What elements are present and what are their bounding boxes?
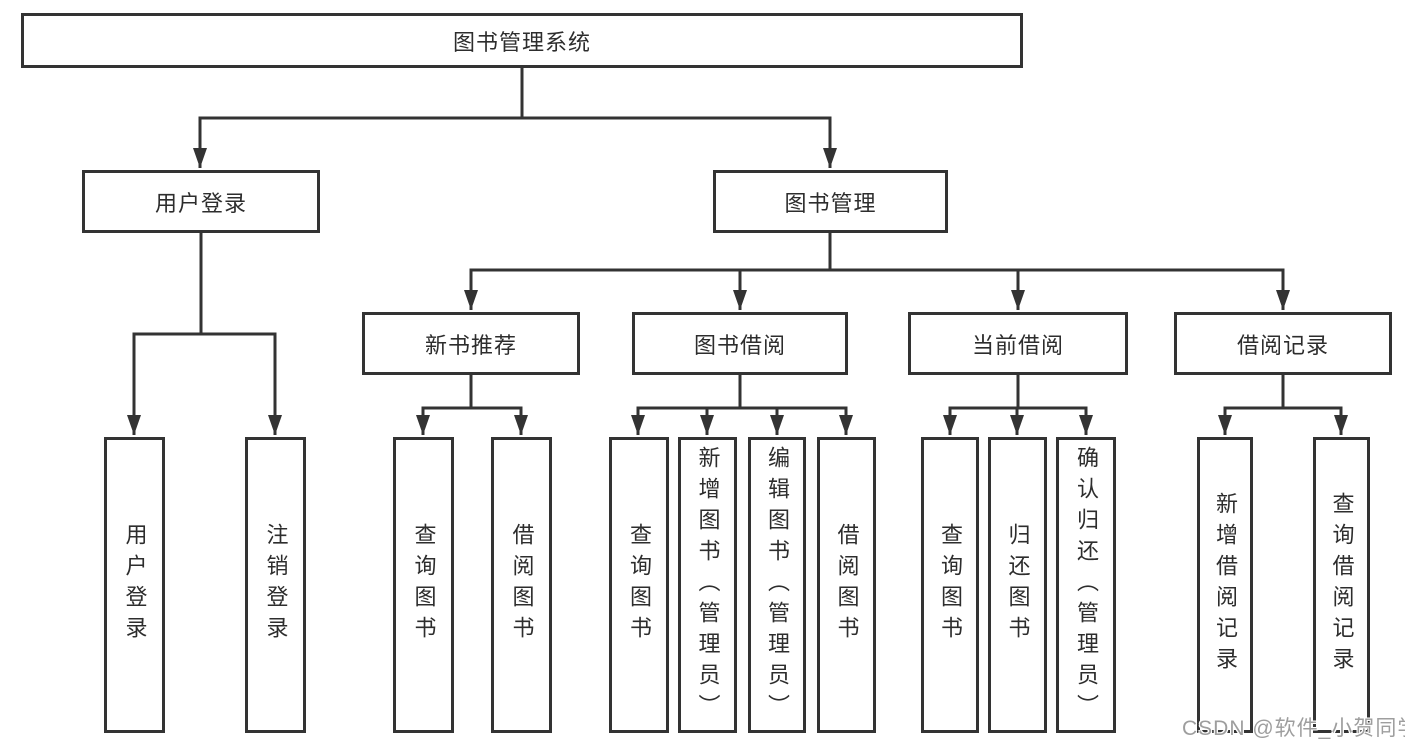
leaf-cb-return-books: 归还图书 <box>988 437 1047 733</box>
node-label: 编辑图书（管理员） <box>765 445 790 725</box>
leaf-bb-edit-books-admin: 编辑图书（管理员） <box>748 437 806 733</box>
leaf-nb-borrow-books: 借阅图书 <box>491 437 552 733</box>
node-label: 查询图书 <box>627 523 652 647</box>
node-book-management: 图书管理 <box>713 170 948 233</box>
node-label: 图书管理系统 <box>452 29 591 55</box>
node-label: 新增借阅记录 <box>1213 492 1238 678</box>
leaf-cb-query-books: 查询图书 <box>921 437 979 733</box>
leaf-bb-add-books-admin: 新增图书（管理员） <box>678 437 737 733</box>
node-label: 当前借阅 <box>971 332 1064 358</box>
leaf-br-query-borrow-record: 查询借阅记录 <box>1313 437 1370 733</box>
node-label: 查询借阅记录 <box>1329 492 1355 678</box>
csdn-watermark: CSDN @软件_小贺同学 <box>1182 717 1405 740</box>
node-label: 借阅图书 <box>509 523 535 647</box>
node-borrow-records: 借阅记录 <box>1174 312 1392 375</box>
node-label: 注销登录 <box>263 523 289 647</box>
node-current-borrow: 当前借阅 <box>908 312 1128 375</box>
node-new-book-recommend: 新书推荐 <box>362 312 580 375</box>
node-user-login: 用户登录 <box>82 170 320 233</box>
node-label: 确认归还（管理员） <box>1074 445 1099 725</box>
node-book-borrow: 图书借阅 <box>632 312 848 375</box>
node-label: 新书推荐 <box>424 332 517 358</box>
node-label: 用户登录 <box>154 190 247 216</box>
leaf-bb-query-books: 查询图书 <box>609 437 669 733</box>
node-label: 用户登录 <box>122 523 148 647</box>
node-label: 借阅记录 <box>1236 332 1329 358</box>
leaf-nb-query-books: 查询图书 <box>393 437 454 733</box>
node-label: 图书管理 <box>784 190 877 216</box>
node-label: 新增图书（管理员） <box>695 445 721 725</box>
node-label: 查询图书 <box>938 523 963 647</box>
node-label: 图书借阅 <box>693 332 786 358</box>
node-label: 借阅图书 <box>834 523 860 647</box>
leaf-bb-borrow-books: 借阅图书 <box>817 437 876 733</box>
node-label: 查询图书 <box>411 523 437 647</box>
leaf-br-add-borrow-record: 新增借阅记录 <box>1197 437 1253 733</box>
leaf-cb-confirm-return-admin: 确认归还（管理员） <box>1056 437 1116 733</box>
node-library-management-system: 图书管理系统 <box>21 13 1023 68</box>
leaf-user-login: 用户登录 <box>104 437 165 733</box>
node-label: 归还图书 <box>1005 523 1031 647</box>
leaf-logout-login: 注销登录 <box>245 437 306 733</box>
